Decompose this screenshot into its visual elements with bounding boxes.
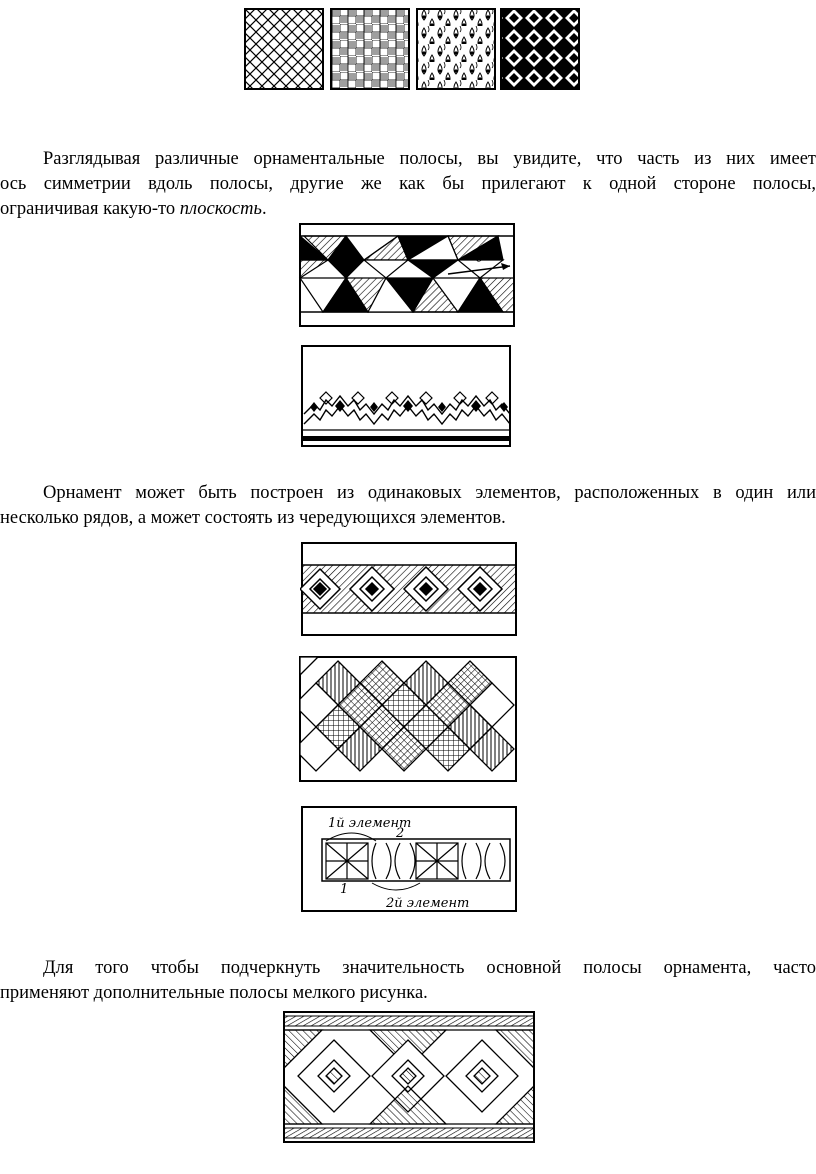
paragraph-line: Разглядывая различные орнаментальные пол… [43,149,816,169]
paragraph-symmetry: Разглядывая различные орнаментальные пол… [0,147,816,222]
emphasized-term: плоскость [179,199,262,219]
paragraph-additional-strips: Для того чтобы подчеркнуть значительност… [0,956,816,1006]
edge-ornament-strip-figure [300,344,514,450]
element2-label: 2й элемент [385,896,469,911]
paragraph-elements: Орнамент может быть построен из одинаков… [0,481,816,531]
paragraph-line: ограничивая какую-то плоскость. [0,197,816,222]
element1-number-bottom: 1 [340,882,348,897]
text-run: . [261,199,267,219]
axis-symmetric-strip-figure: ось [298,222,518,330]
paragraph-line: Орнамент может быть построен из одинаков… [43,483,816,503]
element1-label: 1й элемент [328,816,411,831]
paragraph-line: ось симметрии вдоль полосы, другие же ка… [0,174,816,194]
diamond-band-figure [300,541,520,639]
pattern-tiles-figure [244,8,580,90]
paragraph-line: применяют дополнительные полосы мелкого … [0,983,428,1003]
paragraph-line: несколько рядов, а может состоять из чер… [0,508,506,528]
axis-label: ось [474,247,498,266]
text-run: ограничивая какую-то [0,199,180,219]
element2-number-top: 2 [395,826,404,841]
element-strip-figure: 1й элемент 2 1 2й элемент [300,805,520,915]
bordered-strip-figure [282,1010,538,1146]
paragraph-line: Для того чтобы подчеркнуть значительност… [43,958,816,978]
diamond-grid-figure [298,655,520,785]
